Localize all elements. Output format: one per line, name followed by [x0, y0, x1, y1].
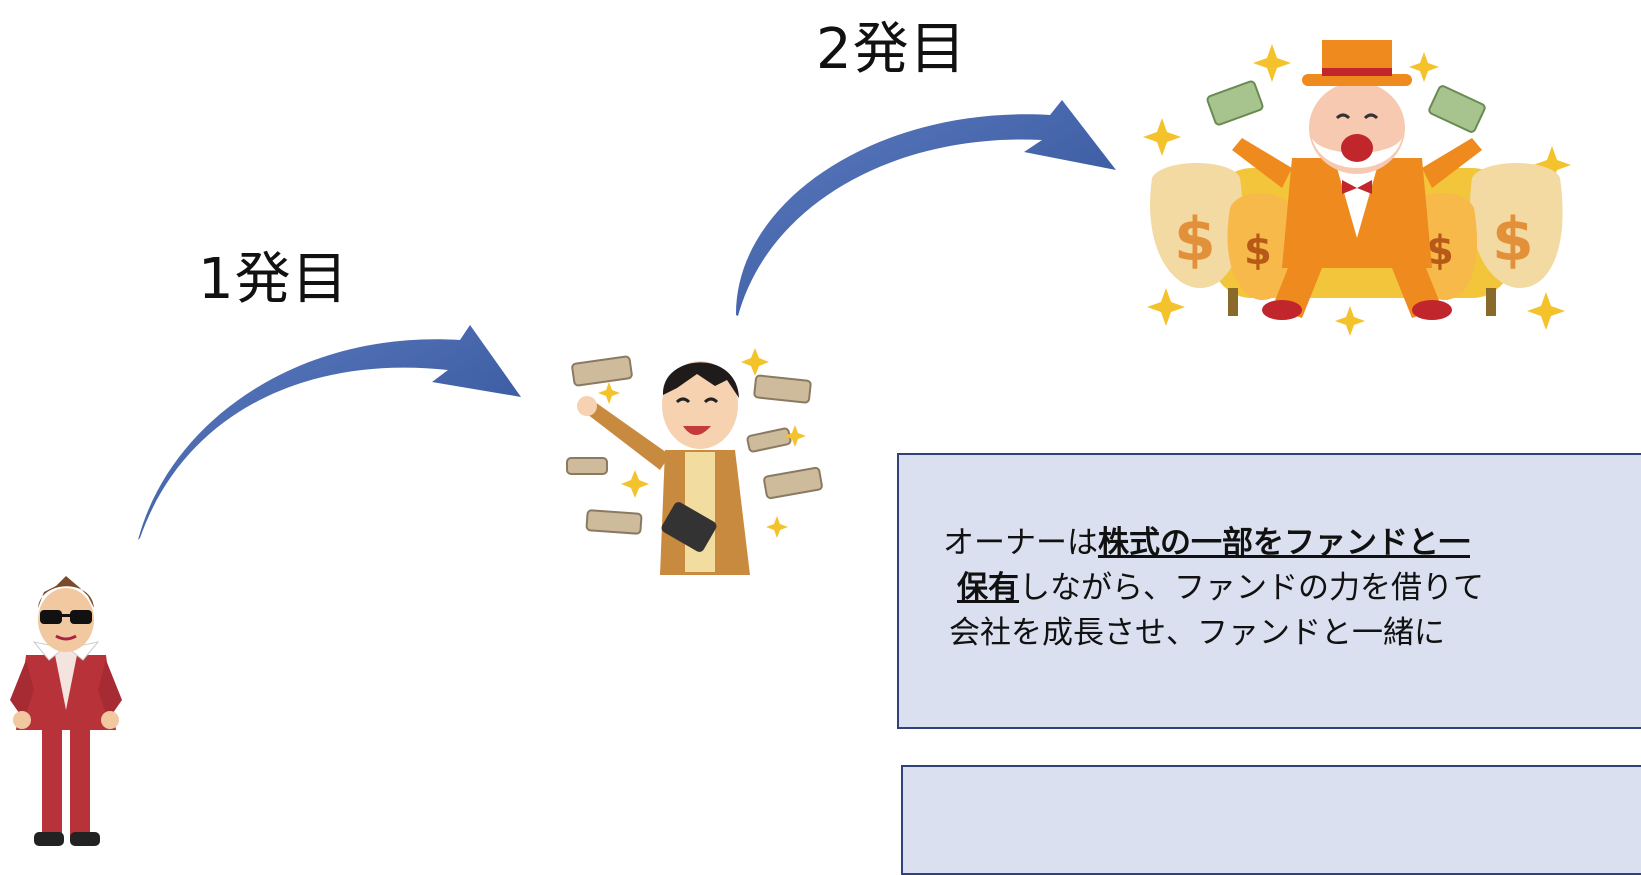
info-box-2	[901, 765, 1641, 875]
info-line-1-emphasis: 株式の一部をファンドと一	[1098, 525, 1470, 561]
sunglasses-man-figure	[10, 576, 122, 846]
info-line-2-emphasis: 保有	[957, 570, 1019, 606]
info-box-text: オーナーは株式の一部をファンドと一 保有しながら、ファンドの力を借りて 会社を成…	[943, 521, 1484, 656]
arrows-layer	[138, 100, 1116, 540]
info-line-2: 保有しながら、ファンドの力を借りて	[943, 566, 1484, 611]
svg-text:$: $	[1244, 228, 1272, 274]
svg-text:$: $	[1174, 205, 1216, 275]
info-box: オーナーは株式の一部をファンドと一 保有しながら、ファンドの力を借りて 会社を成…	[897, 453, 1641, 729]
info-line-1-prefix: オーナーは	[943, 525, 1098, 561]
svg-text:$: $	[1492, 205, 1534, 275]
curved-arrow-2	[735, 100, 1116, 316]
info-line-2-rest: しながら、ファンドの力を借りて	[1019, 570, 1484, 606]
rich-man-money-bags-figure: $ $ $ $	[1143, 40, 1571, 336]
curved-arrow-1	[138, 325, 521, 540]
info-line-1: オーナーは株式の一部をファンドと一	[943, 521, 1484, 566]
man-throwing-money-figure	[566, 348, 823, 575]
step-label-1: 1発目	[198, 247, 349, 312]
info-line-3: 会社を成長させ、ファンドと一緒に	[949, 615, 1445, 651]
step-label-2: 2発目	[816, 17, 967, 82]
